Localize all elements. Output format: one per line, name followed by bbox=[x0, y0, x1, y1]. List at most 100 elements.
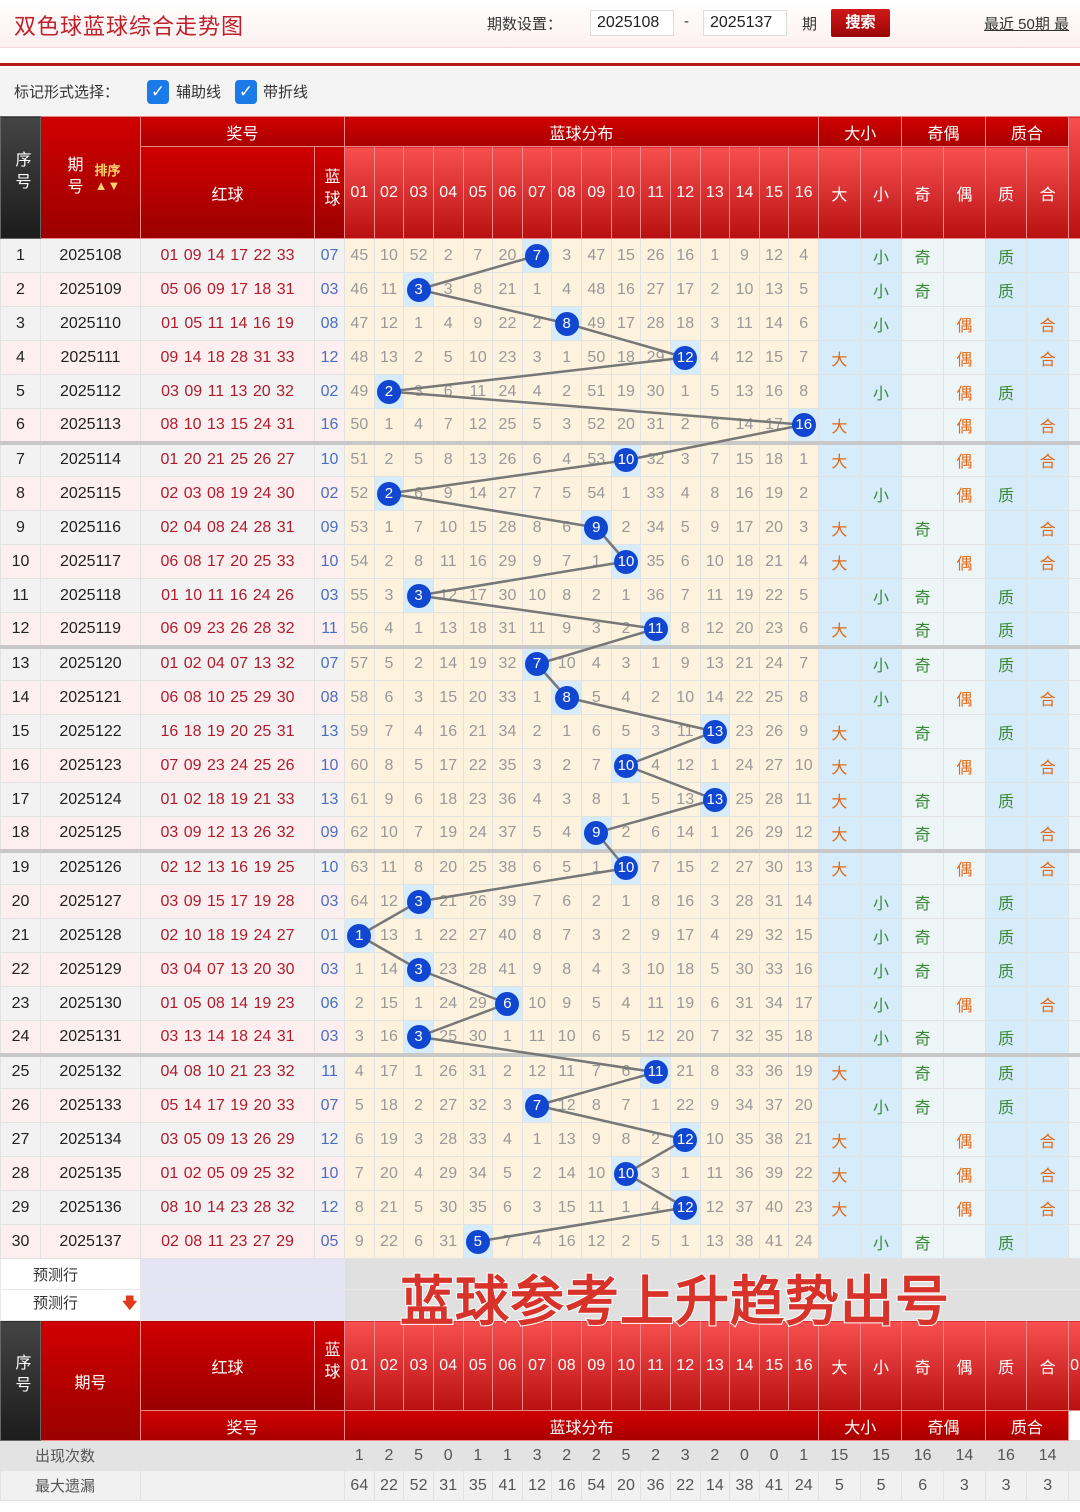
row-blue-ball: 02 bbox=[313, 374, 346, 409]
omission-cell: 53 bbox=[344, 510, 375, 545]
stats-value: 14 bbox=[943, 1440, 986, 1471]
omission-cell: 24 bbox=[729, 748, 760, 783]
attr-odd-even: 偶 bbox=[943, 680, 986, 715]
omission-cell: 6 bbox=[403, 782, 434, 817]
attr-empty bbox=[1026, 782, 1070, 817]
prediction-row-1-label[interactable]: 预测行 bbox=[0, 1258, 141, 1290]
omission-cell: 18 bbox=[729, 544, 760, 579]
aux-line-label[interactable]: 辅助线 bbox=[176, 84, 222, 101]
partial-cell bbox=[1068, 510, 1080, 545]
stats-value: 3 bbox=[1026, 1470, 1070, 1501]
stats-value: 41 bbox=[758, 1470, 790, 1501]
omission-cell: 3 bbox=[581, 612, 612, 647]
attr-odd-even: 奇 bbox=[901, 272, 945, 307]
omission-cell: 1 bbox=[403, 1052, 434, 1089]
omission-cell: 50 bbox=[581, 340, 612, 375]
omission-cell: 1 bbox=[492, 1020, 523, 1055]
omission-cell: 1 bbox=[640, 644, 671, 681]
blue-hit-cell: 2 bbox=[373, 476, 405, 511]
omission-cell: 14 bbox=[551, 1156, 583, 1191]
row-seq: 29 bbox=[0, 1190, 41, 1225]
omission-cell: 25 bbox=[462, 848, 494, 885]
omission-cell: 9 bbox=[729, 238, 760, 273]
blue-hit-cell: 11 bbox=[640, 612, 671, 647]
attr-big-small: 小 bbox=[859, 1020, 903, 1055]
omission-cell: 23 bbox=[462, 782, 494, 817]
omission-cell: 58 bbox=[344, 680, 375, 715]
sort-button[interactable]: 排序▲▼ bbox=[94, 163, 120, 193]
omission-cell: 36 bbox=[729, 1156, 760, 1191]
attr-big-small: 大 bbox=[818, 1190, 861, 1225]
stats-value: 41 bbox=[492, 1470, 523, 1501]
omission-cell: 10 bbox=[432, 510, 464, 545]
blue-ball-marker: 7 bbox=[525, 243, 550, 268]
omission-cell: 4 bbox=[581, 952, 612, 987]
attr-empty bbox=[1026, 578, 1070, 613]
checkbox-icon[interactable]: ✓ bbox=[147, 80, 169, 104]
partial-cell bbox=[1068, 1052, 1080, 1089]
omission-cell: 3 bbox=[521, 1190, 553, 1225]
row-blue-ball: 12 bbox=[313, 1122, 346, 1157]
attr-empty bbox=[901, 848, 945, 885]
row-seq: 28 bbox=[0, 1156, 41, 1191]
omission-cell: 20 bbox=[610, 408, 642, 443]
omission-cell: 5 bbox=[640, 1224, 671, 1259]
omission-cell: 30 bbox=[758, 848, 790, 885]
partial-cell bbox=[1068, 306, 1080, 341]
omission-cell: 16 bbox=[610, 272, 642, 307]
prediction-row-1-cells[interactable] bbox=[344, 1258, 1080, 1290]
omission-cell: 23 bbox=[432, 952, 464, 987]
polyline-label[interactable]: 带折线 bbox=[263, 84, 309, 101]
search-button[interactable]: 搜索 bbox=[831, 9, 890, 37]
omission-cell: 30 bbox=[462, 1020, 494, 1055]
prediction-row-1-prize[interactable] bbox=[139, 1258, 346, 1290]
recent-50-link[interactable]: 最近 50期 最 bbox=[984, 16, 1070, 33]
prediction-row-2-cells[interactable] bbox=[344, 1289, 1080, 1321]
attr-big-small: 大 bbox=[818, 408, 861, 443]
row-blue-ball: 11 bbox=[313, 612, 346, 647]
attr-header: 偶 bbox=[943, 1320, 986, 1411]
omission-cell: 1 bbox=[403, 986, 434, 1021]
omission-cell: 3 bbox=[432, 272, 464, 307]
omission-cell: 26 bbox=[432, 1052, 464, 1089]
omission-cell: 26 bbox=[758, 714, 790, 749]
omission-cell: 52 bbox=[403, 238, 434, 273]
partial-cell bbox=[1068, 1020, 1080, 1055]
omission-cell: 2 bbox=[669, 408, 701, 443]
blue-ball-marker: 3 bbox=[406, 1024, 431, 1049]
start-issue-input[interactable]: 2025108 bbox=[590, 10, 674, 36]
prediction-row-2-prize[interactable] bbox=[139, 1289, 346, 1321]
omission-cell: 29 bbox=[462, 986, 494, 1021]
issue-header: 期号排序▲▼ bbox=[40, 116, 141, 239]
attr-prime-comp: 合 bbox=[1026, 680, 1070, 715]
omission-cell: 6 bbox=[521, 848, 553, 885]
arrow-down-icon[interactable]: 🡇 bbox=[122, 1295, 138, 1312]
omission-cell: 17 bbox=[788, 986, 820, 1021]
attr-empty bbox=[1026, 374, 1070, 409]
checkbox-icon[interactable]: ✓ bbox=[235, 80, 257, 104]
blue-ball-marker: 10 bbox=[613, 448, 638, 473]
row-seq: 9 bbox=[0, 510, 41, 545]
omission-cell: 35 bbox=[462, 1190, 494, 1225]
blue-number-header-12: 12 bbox=[669, 1320, 701, 1411]
attr-empty bbox=[1026, 1020, 1070, 1055]
omission-cell: 3 bbox=[492, 1088, 523, 1123]
end-issue-input[interactable]: 2025137 bbox=[703, 10, 787, 36]
omission-cell: 61 bbox=[344, 782, 375, 817]
row-red-balls: 01 02 04 07 13 32 bbox=[140, 644, 315, 681]
attr-empty bbox=[984, 848, 1028, 885]
attr-prime-comp: 质 bbox=[984, 1088, 1028, 1123]
omission-cell: 29 bbox=[729, 918, 760, 953]
blue-number-header-02: 02 bbox=[373, 146, 405, 239]
omission-cell: 6 bbox=[403, 1224, 434, 1259]
attr-odd-even: 奇 bbox=[901, 782, 945, 817]
omission-cell: 12 bbox=[699, 1190, 731, 1225]
row-red-balls: 01 05 11 14 16 19 bbox=[140, 306, 315, 341]
prediction-row-2-label[interactable]: 预测行🡇 bbox=[0, 1289, 141, 1321]
omission-cell: 32 bbox=[758, 918, 790, 953]
omission-cell: 11 bbox=[640, 986, 671, 1021]
